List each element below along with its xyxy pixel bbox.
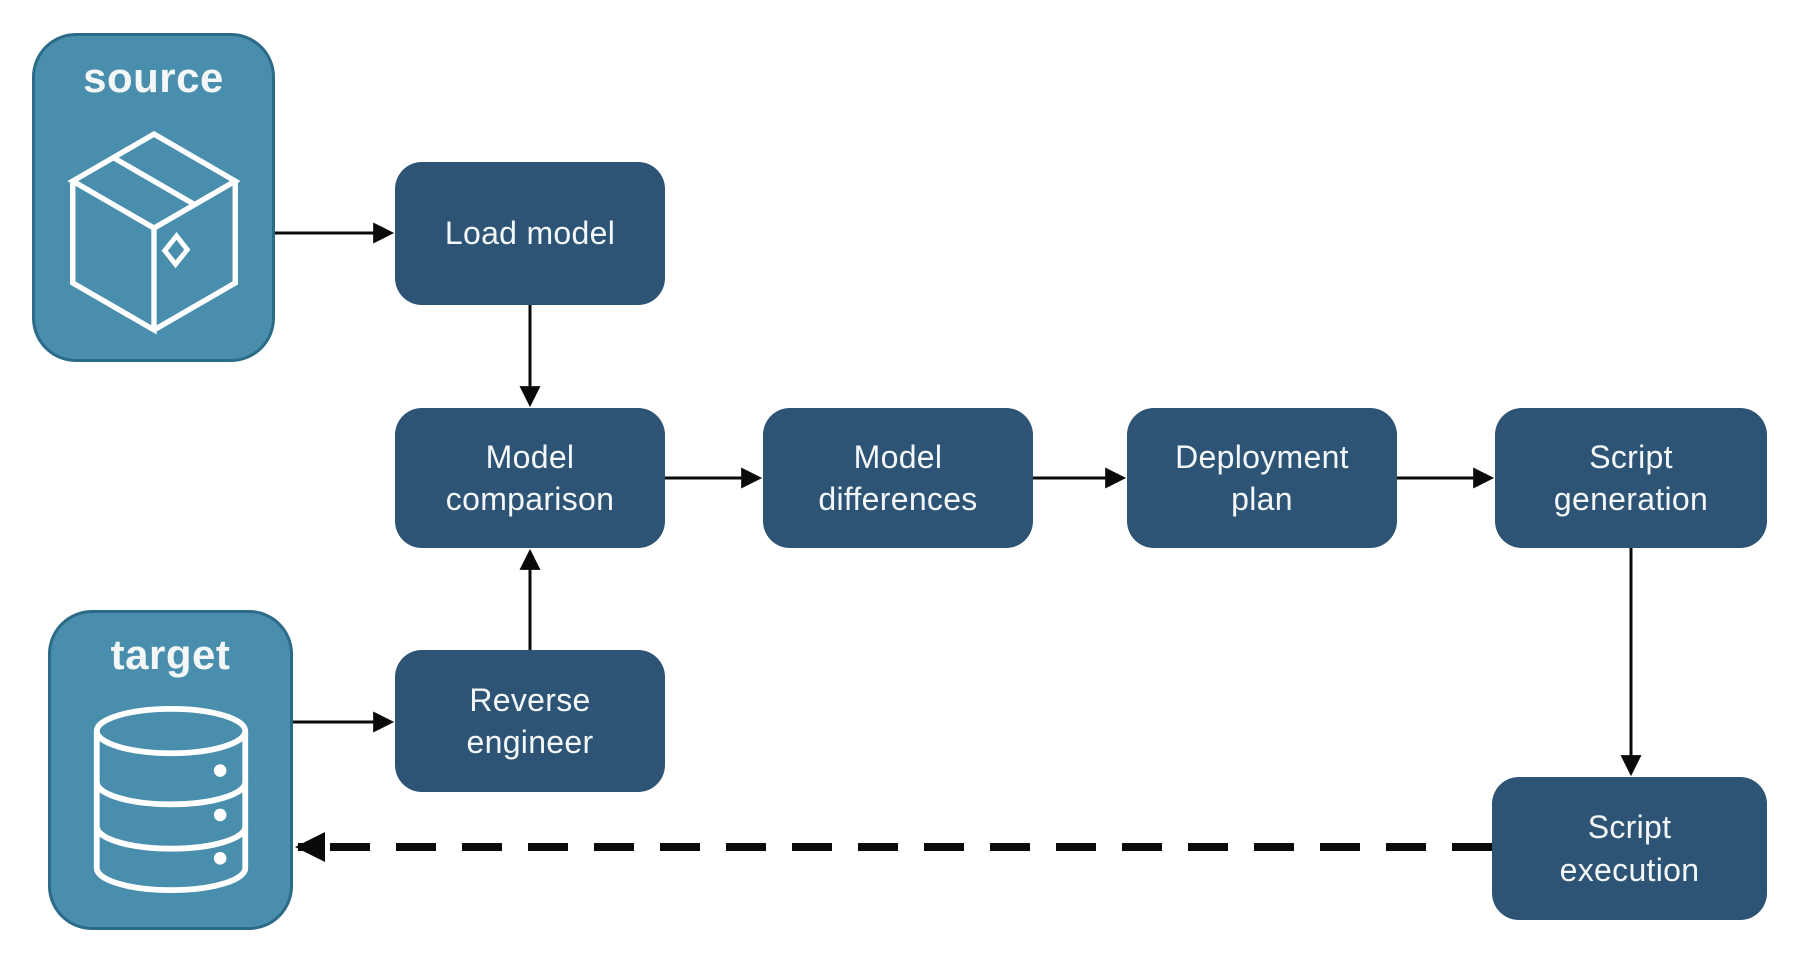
script-generation-label: Script generation — [1553, 438, 1709, 517]
node-load-model: Load model — [395, 162, 665, 305]
reverse-engineer-label: Reverse engineer — [466, 681, 594, 760]
node-target: target — [48, 610, 293, 930]
model-differences-label: Model differences — [818, 438, 978, 517]
node-script-execution: Script execution — [1492, 777, 1767, 920]
node-model-comparison: Model comparison — [395, 408, 665, 548]
node-reverse-engineer: Reverse engineer — [395, 650, 665, 792]
node-deployment-plan: Deployment plan — [1127, 408, 1397, 548]
node-model-differences: Model differences — [763, 408, 1033, 548]
load-model-label: Load model — [444, 215, 616, 252]
package-icon — [66, 130, 241, 335]
database-icon — [93, 705, 248, 894]
node-source: source — [32, 33, 275, 362]
script-execution-label: Script execution — [1559, 809, 1700, 888]
target-label: target — [110, 631, 231, 678]
source-label: source — [83, 54, 224, 101]
model-comparison-label: Model comparison — [445, 438, 615, 517]
deployment-plan-label: Deployment plan — [1175, 438, 1349, 517]
node-script-generation: Script generation — [1495, 408, 1767, 548]
